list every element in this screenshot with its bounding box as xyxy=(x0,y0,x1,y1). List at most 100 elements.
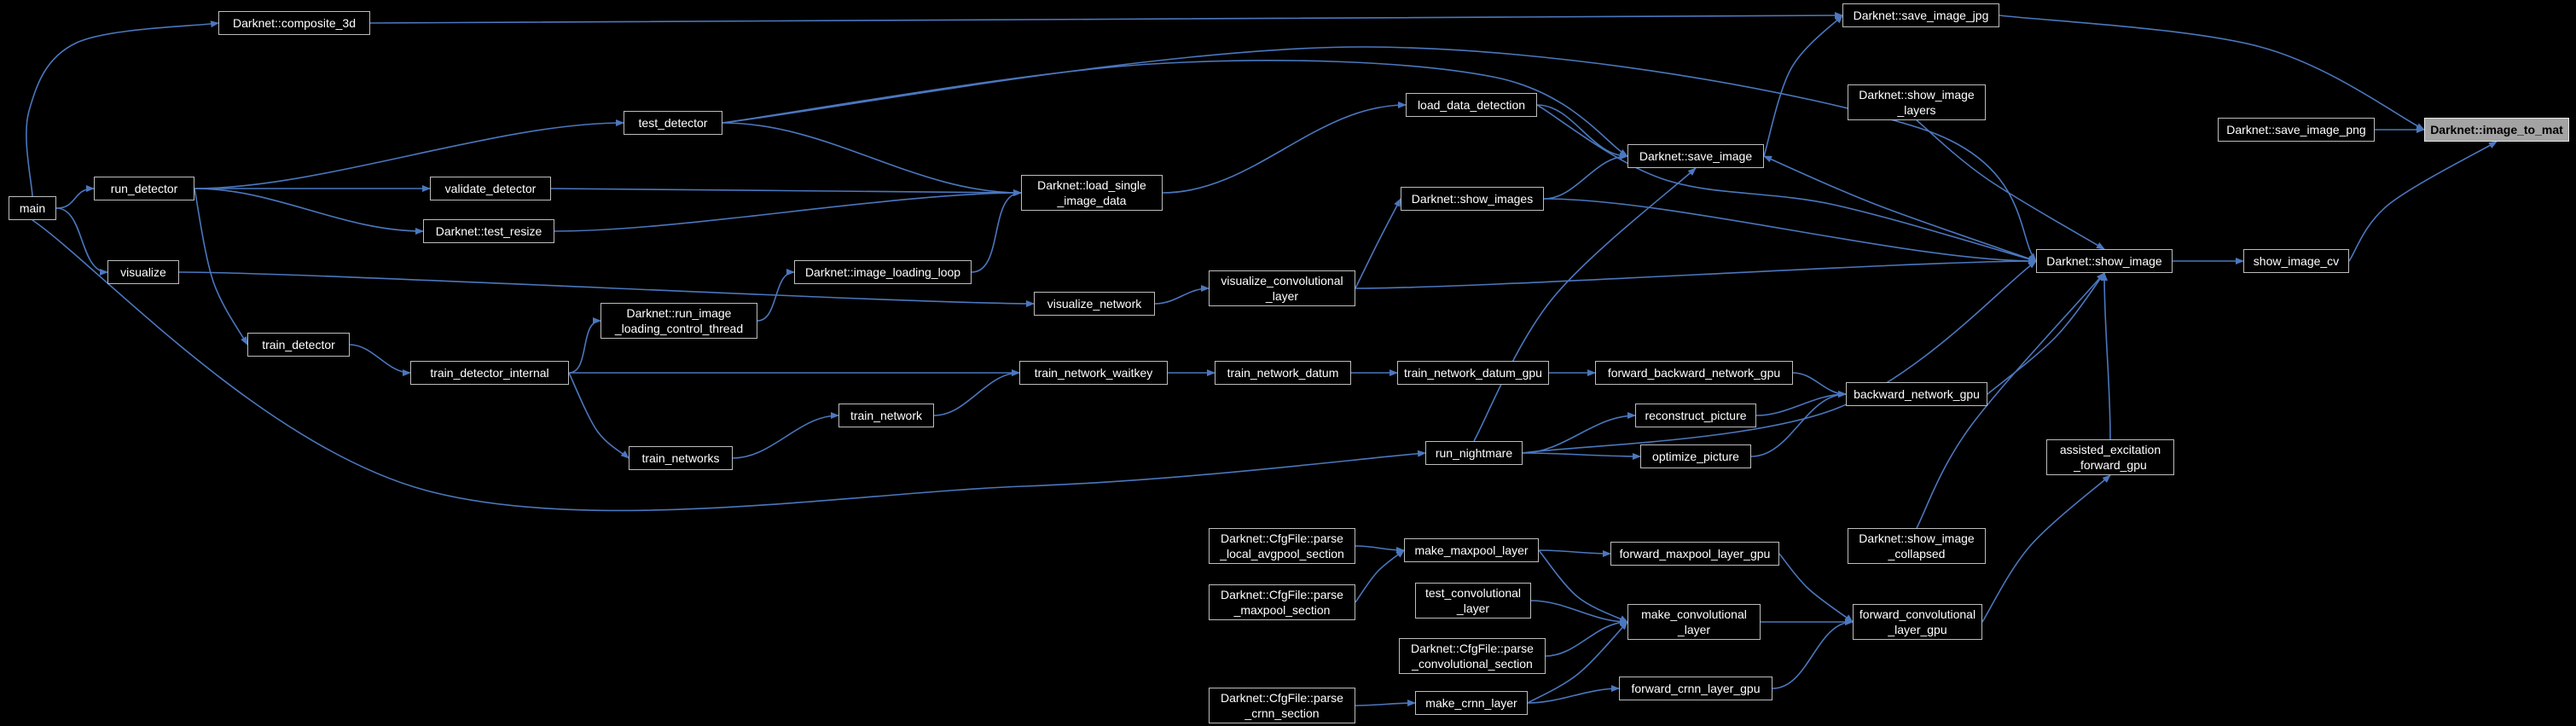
edge-composite_3d--save_image_jpg xyxy=(369,12,1843,24)
edge-test_detector--save_image xyxy=(722,60,1628,157)
edge-train_detector_internal--train_networks xyxy=(568,372,629,459)
edge-test_detector--show_image xyxy=(722,46,2037,262)
graph-node-train_networks[interactable]: train_networks xyxy=(629,446,733,470)
edge-run_detector--test_detector xyxy=(194,119,624,189)
graph-node-parse_local_avgpool_section[interactable]: Darknet::CfgFile::parse _local_avgpool_s… xyxy=(1209,528,1355,564)
edge-show_image_collapsed--show_image xyxy=(1916,272,2105,529)
graph-node-assisted_excitation_forward_gpu[interactable]: assisted_excitation _forward_gpu xyxy=(2046,439,2174,475)
edge-show_image_layers--show_image xyxy=(1916,119,2105,250)
edge-run_image_loading_control_thread--image_loading_loop xyxy=(757,269,795,322)
edge-validate_detector--load_single_image_data xyxy=(550,188,1022,196)
edge-optimize_picture--backward_network_gpu xyxy=(1750,391,1847,457)
edge-load_data_detection--show_image xyxy=(1536,104,2037,263)
graph-node-load_data_detection[interactable]: load_data_detection xyxy=(1406,93,1537,117)
graph-node-parse_crnn_section[interactable]: Darknet::CfgFile::parse _crnn_section xyxy=(1209,688,1355,723)
graph-node-train_network_datum[interactable]: train_network_datum xyxy=(1215,361,1351,385)
edge-save_image--save_image_jpg xyxy=(1763,15,1843,157)
graph-node-save_image[interactable]: Darknet::save_image xyxy=(1627,144,1764,168)
graph-node-make_convolutional_layer[interactable]: make_convolutional _layer xyxy=(1627,604,1761,640)
graph-node-forward_crnn_layer_gpu[interactable]: forward_crnn_layer_gpu xyxy=(1619,677,1772,700)
edge-backward_network_gpu--show_image xyxy=(1987,272,2105,395)
graph-node-run_nightmare[interactable]: run_nightmare xyxy=(1425,441,1523,465)
graph-node-image_to_mat[interactable]: Darknet::image_to_mat xyxy=(2424,118,2569,142)
edge-visualize_convolutional_layer--show_image xyxy=(1355,258,2037,289)
graph-node-load_single_image_data[interactable]: Darknet::load_single _image_data xyxy=(1021,175,1163,211)
graph-node-composite_3d[interactable]: Darknet::composite_3d xyxy=(218,11,370,35)
graph-node-visualize_convolutional_layer[interactable]: visualize_convolutional _layer xyxy=(1209,270,1355,306)
edge-main--composite_3d xyxy=(26,20,219,197)
graph-node-forward_backward_network_gpu[interactable]: forward_backward_network_gpu xyxy=(1595,361,1793,385)
edge-main--run_nightmare xyxy=(32,219,1426,512)
edge-run_nightmare--save_image xyxy=(1473,167,1697,442)
edge-forward_convolutional_layer_gpu--assisted_excitation_forward_gpu xyxy=(1981,474,2111,623)
edge-run_detector--test_resize xyxy=(194,188,424,235)
edge-forward_crnn_layer_gpu--forward_convolutional_layer_gpu xyxy=(1772,619,1854,689)
edge-train_detector--train_detector_internal xyxy=(349,344,411,376)
graph-node-show_image_layers[interactable]: Darknet::show_image _layers xyxy=(1848,84,1986,120)
graph-node-show_image[interactable]: Darknet::show_image xyxy=(2036,249,2173,273)
graph-node-forward_maxpool_layer_gpu[interactable]: forward_maxpool_layer_gpu xyxy=(1610,542,1779,566)
edge-visualize--visualize_network xyxy=(178,271,1035,307)
graph-node-run_detector[interactable]: run_detector xyxy=(94,177,194,200)
graph-node-test_resize[interactable]: Darknet::test_resize xyxy=(423,219,554,243)
graph-node-save_image_jpg[interactable]: Darknet::save_image_jpg xyxy=(1842,3,1999,27)
edge-show_image--save_image xyxy=(1763,155,2037,262)
graph-node-optimize_picture[interactable]: optimize_picture xyxy=(1640,444,1751,468)
edge-test_detector--load_single_image_data xyxy=(722,122,1022,196)
edge-make_maxpool_layer--forward_maxpool_layer_gpu xyxy=(1538,549,1611,557)
graph-node-main[interactable]: main xyxy=(9,196,56,220)
edge-main--run_detector xyxy=(55,185,95,209)
graph-node-train_network_waitkey[interactable]: train_network_waitkey xyxy=(1019,361,1168,385)
edge-parse_convolutional_section--make_convolutional_layer xyxy=(1545,619,1628,657)
graph-node-visualize_network[interactable]: visualize_network xyxy=(1034,292,1155,316)
graph-node-show_images[interactable]: Darknet::show_images xyxy=(1401,187,1544,211)
graph-node-train_detector[interactable]: train_detector xyxy=(247,333,350,357)
graph-node-backward_network_gpu[interactable]: backward_network_gpu xyxy=(1846,382,1987,406)
edge-visualize_network--visualize_convolutional_layer xyxy=(1154,285,1210,305)
edge-parse_crnn_section--make_crnn_layer xyxy=(1355,700,1416,707)
graph-node-visualize[interactable]: visualize xyxy=(107,260,179,284)
graph-node-parse_convolutional_section[interactable]: Darknet::CfgFile::parse _convolutional_s… xyxy=(1399,638,1546,674)
graph-node-train_network_datum_gpu[interactable]: train_network_datum_gpu xyxy=(1397,361,1549,385)
edge-train_network--train_network_waitkey xyxy=(933,369,1020,416)
graph-node-train_network[interactable]: train_network xyxy=(838,404,934,427)
graph-node-show_image_cv[interactable]: show_image_cv xyxy=(2243,249,2349,273)
edge-show_image_cv--image_to_mat xyxy=(2348,141,2498,262)
edge-make_crnn_layer--forward_crnn_layer_gpu xyxy=(1527,685,1620,704)
edge-load_data_detection--save_image xyxy=(1536,104,1628,160)
graph-node-run_image_loading_control_thread[interactable]: Darknet::run_image _loading_control_thre… xyxy=(600,303,757,339)
edge-show_images--save_image xyxy=(1543,153,1628,200)
edge-run_nightmare--optimize_picture xyxy=(1522,452,1641,460)
graph-node-reconstruct_picture[interactable]: reconstruct_picture xyxy=(1635,404,1756,427)
graph-node-test_detector[interactable]: test_detector xyxy=(624,111,722,135)
edge-parse_maxpool_section--make_maxpool_layer xyxy=(1355,549,1405,603)
graph-node-parse_maxpool_section[interactable]: Darknet::CfgFile::parse _maxpool_section xyxy=(1209,584,1355,620)
graph-node-test_convolutional_layer[interactable]: test_convolutional _layer xyxy=(1415,583,1531,619)
edge-main--visualize xyxy=(55,207,108,276)
edge-forward_maxpool_layer_gpu--forward_convolutional_layer_gpu xyxy=(1778,553,1854,623)
edge-test_resize--load_single_image_data xyxy=(554,189,1022,232)
edge-train_detector_internal--run_image_loading_control_thread xyxy=(568,317,601,374)
graph-node-image_loading_loop[interactable]: Darknet::image_loading_loop xyxy=(794,260,972,284)
edge-run_detector--train_detector xyxy=(194,188,248,346)
edge-image_loading_loop--load_single_image_data xyxy=(971,189,1022,273)
graph-node-save_image_png[interactable]: Darknet::save_image_png xyxy=(2218,118,2375,142)
graph-node-show_image_collapsed[interactable]: Darknet::show_image _collapsed xyxy=(1848,528,1986,564)
edge-make_maxpool_layer--make_convolutional_layer xyxy=(1538,549,1628,623)
graph-node-forward_convolutional_layer_gpu[interactable]: forward_convolutional _layer_gpu xyxy=(1853,604,1982,640)
edge-test_convolutional_layer--make_convolutional_layer xyxy=(1530,600,1628,625)
graph-node-validate_detector[interactable]: validate_detector xyxy=(430,177,551,200)
graph-node-train_detector_internal[interactable]: train_detector_internal xyxy=(410,361,569,385)
edge-load_single_image_data--load_data_detection xyxy=(1162,102,1407,194)
graph-node-make_crnn_layer[interactable]: make_crnn_layer xyxy=(1415,691,1528,715)
edge-make_crnn_layer--make_convolutional_layer xyxy=(1527,621,1628,704)
graph-node-make_maxpool_layer[interactable]: make_maxpool_layer xyxy=(1404,538,1539,562)
edge-show_images--show_image xyxy=(1543,198,2037,264)
edge-save_image_jpg--image_to_mat xyxy=(1999,15,2425,131)
edge-assisted_excitation_forward_gpu--show_image xyxy=(2101,272,2111,440)
edge-train_networks--train_network xyxy=(732,412,839,459)
edge-run_nightmare--show_image xyxy=(1522,260,2037,454)
